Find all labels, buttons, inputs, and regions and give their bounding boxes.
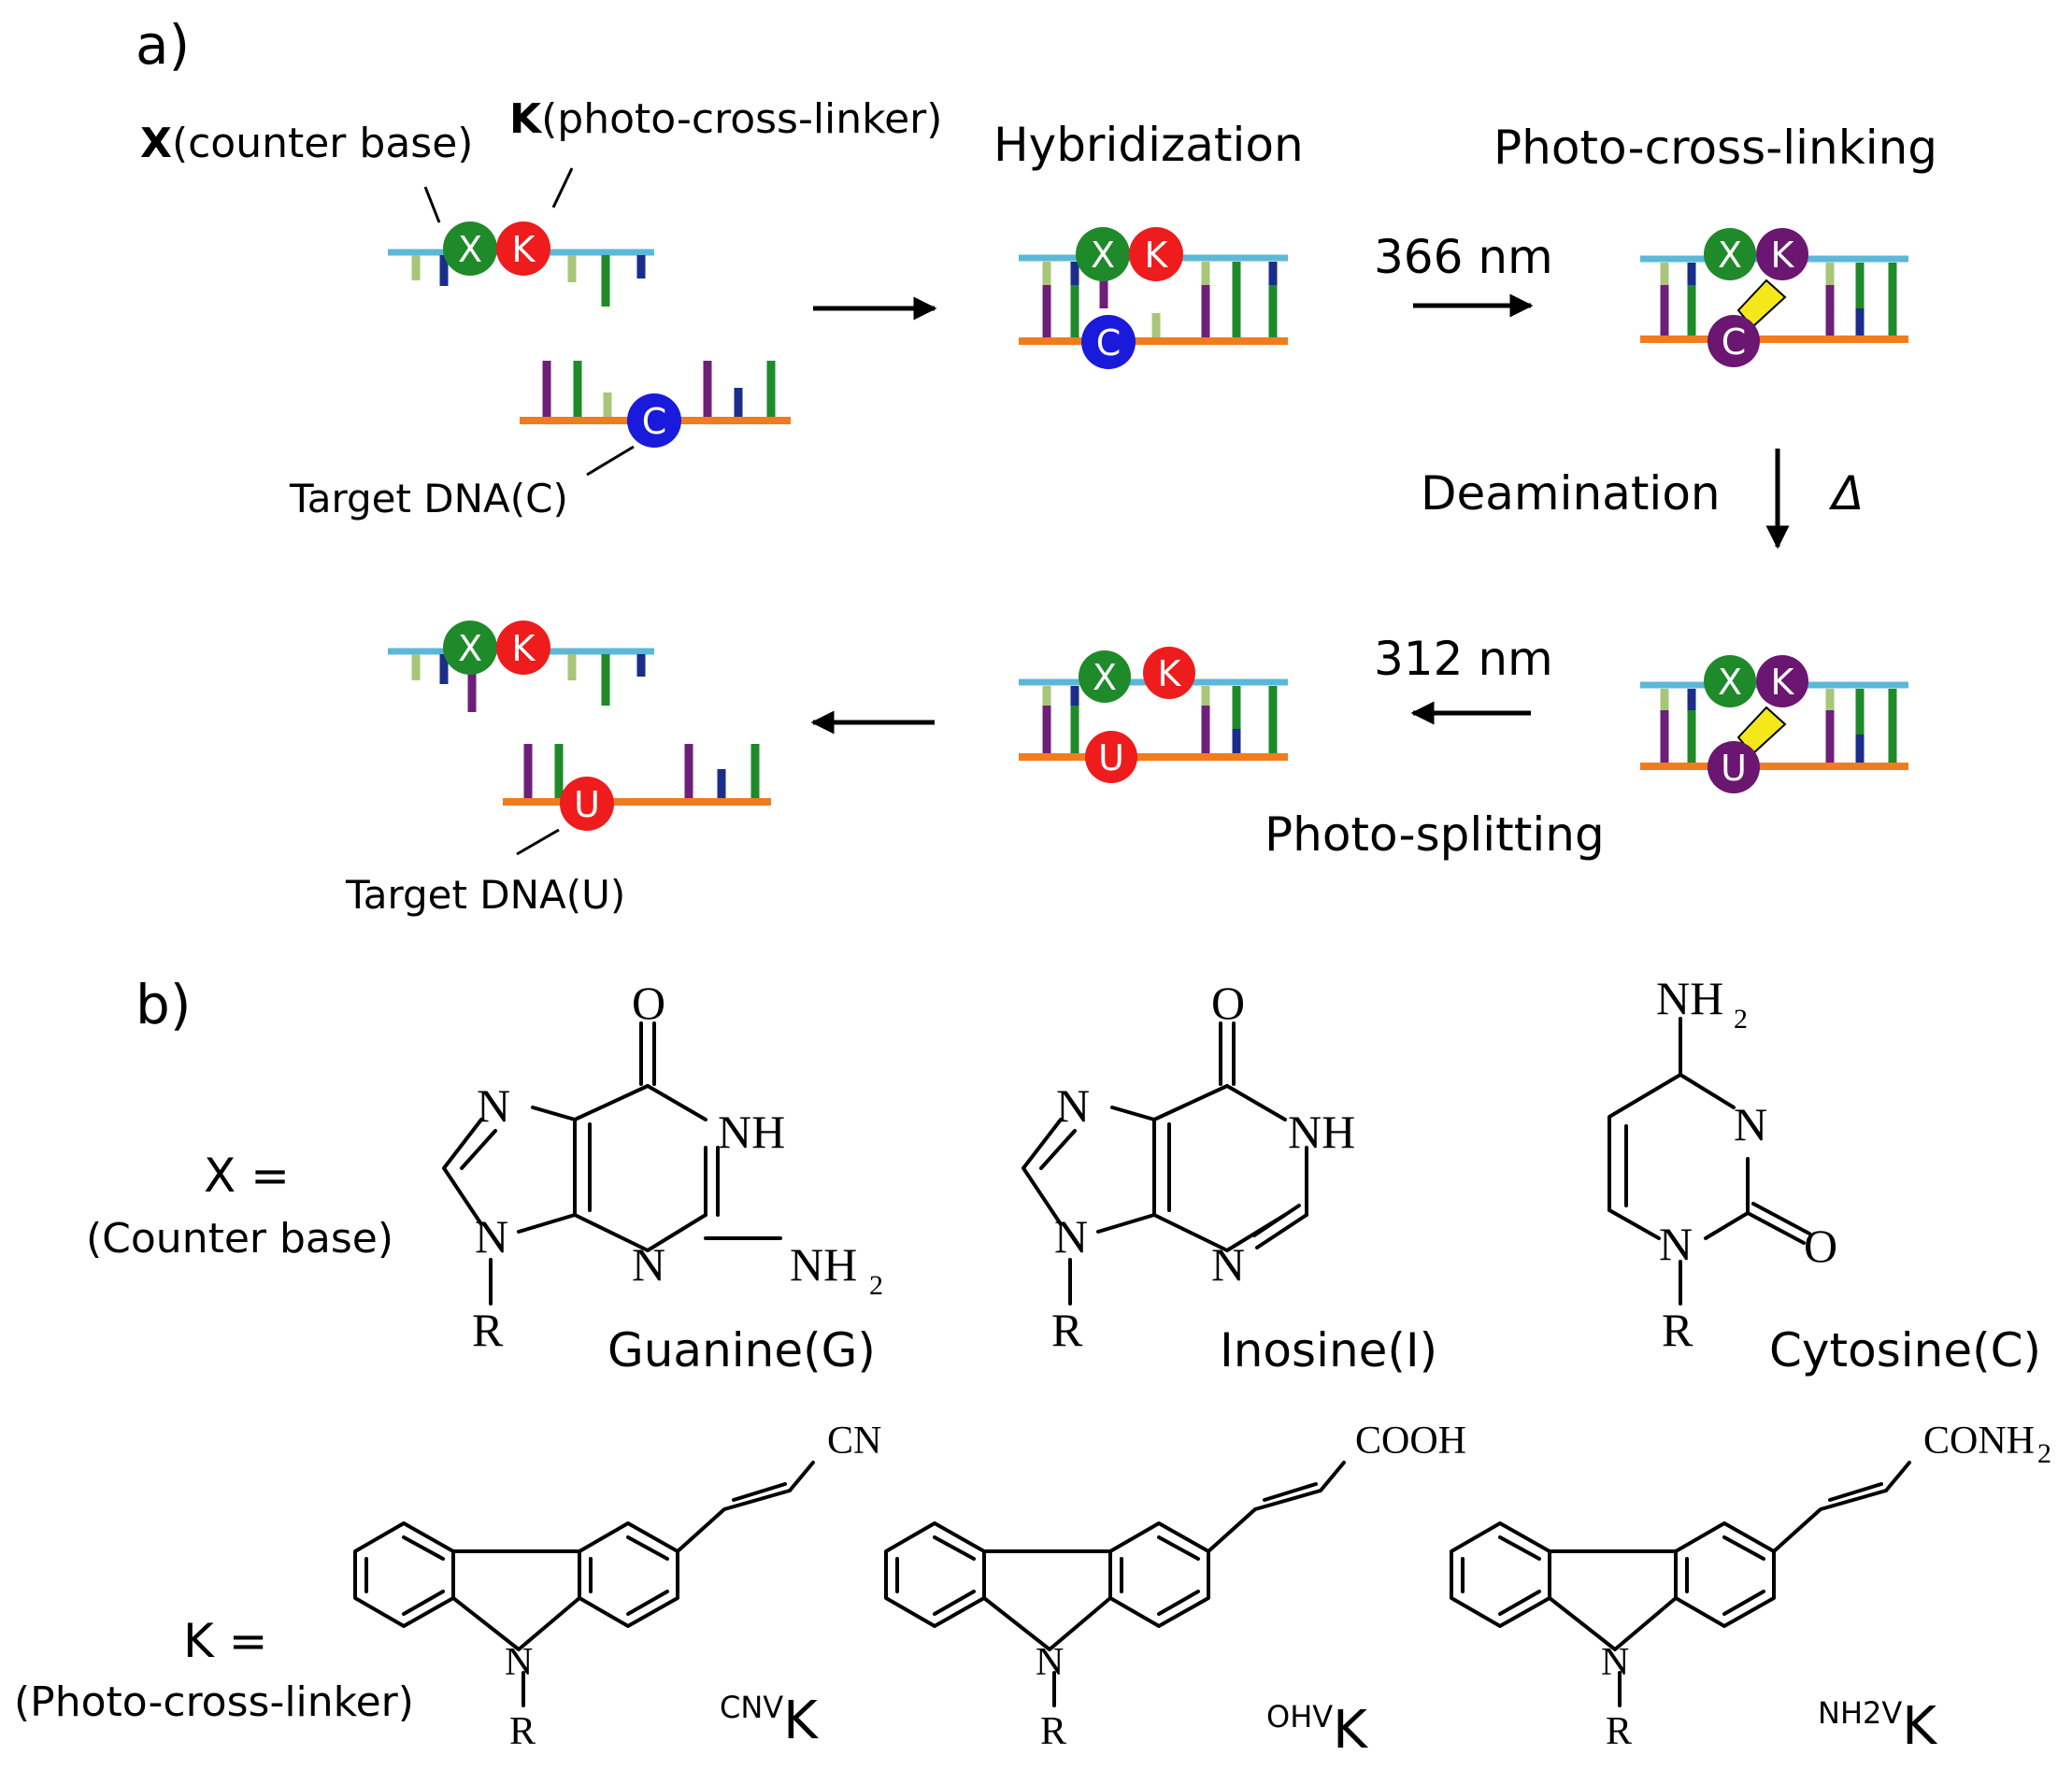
svg-text:X: X	[458, 628, 482, 669]
target-c-circle	[627, 393, 681, 448]
k-photo-cross-linker-sub: (Photo-cross-linker)	[14, 1678, 414, 1726]
cross-linked-duplex: X K C	[1640, 228, 1908, 367]
cnv-k-label: CNVK	[720, 1690, 819, 1751]
svg-text:N: N	[1056, 1079, 1090, 1132]
svg-text:COOH: COOH	[1355, 1420, 1466, 1463]
k-base-circle	[496, 221, 550, 276]
nh2v-k-label: NH2VK	[1818, 1695, 1937, 1757]
panel-b-label: b)	[136, 973, 191, 1036]
target-c-pointer-line	[586, 445, 635, 477]
svg-text:K: K	[1771, 662, 1795, 703]
hybridization-label: Hybridization	[993, 118, 1304, 172]
guanine-label: Guanine(G)	[607, 1323, 876, 1377]
svg-text:N: N	[1601, 1641, 1629, 1684]
svg-text:N: N	[632, 1238, 665, 1291]
target-dna-c-label: Target DNA(C)	[289, 476, 568, 521]
k-photo-cross-linker-label: K(photo-cross-linker)	[509, 95, 942, 143]
target-u-pointer-line	[516, 828, 560, 856]
svg-text:C: C	[1722, 321, 1747, 363]
svg-text:NH: NH	[718, 1106, 785, 1158]
svg-text:X: X	[458, 229, 482, 270]
svg-text:N: N	[475, 1210, 508, 1263]
svg-text:R: R	[1606, 1710, 1632, 1753]
x-pointer-line	[423, 186, 441, 223]
x-counter-base-label: X(counter base)	[140, 120, 473, 167]
cnv-k-structure: N R CN	[353, 1420, 881, 1753]
x-equals-label: X =	[204, 1149, 290, 1203]
k-equals-label: K =	[183, 1614, 268, 1668]
svg-text:O: O	[1211, 977, 1245, 1029]
svg-text:K: K	[1771, 235, 1795, 276]
svg-text:N: N	[1054, 1210, 1088, 1263]
svg-text:C: C	[1096, 322, 1122, 364]
svg-text:R: R	[472, 1304, 504, 1356]
released-probe-strand: X K	[388, 621, 654, 712]
heat-symbol: Δ	[1828, 466, 1864, 521]
target-dna-u-strand: U	[503, 744, 771, 831]
svg-text:X: X	[1093, 657, 1117, 698]
svg-text:X: X	[1718, 235, 1742, 276]
nh2v-k-structure: N R CONH 2	[1450, 1420, 2051, 1753]
svg-text:K: K	[512, 229, 536, 270]
svg-text:X: X	[1718, 662, 1742, 703]
svg-text:X: X	[1091, 235, 1115, 276]
svg-text:2: 2	[869, 1270, 883, 1301]
guanine-structure: O N NH N N NH 2 R	[442, 977, 883, 1356]
svg-text:K: K	[1145, 235, 1169, 276]
hybridized-duplex: X K C	[1019, 227, 1288, 369]
svg-text:CN: CN	[827, 1420, 881, 1463]
svg-text:U: U	[1098, 737, 1124, 778]
x-base-circle	[443, 221, 497, 276]
ohv-k-label: OHVK	[1266, 1699, 1368, 1761]
svg-text:U: U	[574, 784, 600, 825]
svg-text:O: O	[632, 977, 665, 1029]
panel-a-label: a)	[136, 13, 190, 77]
target-dna-u-label: Target DNA(U)	[345, 872, 625, 918]
photo-cross-linking-label: Photo-cross-linking	[1493, 121, 1937, 175]
wavelength-366-label: 366 nm	[1374, 230, 1553, 284]
svg-text:O: O	[1804, 1220, 1837, 1272]
k-pointer-line	[551, 167, 574, 208]
wavelength-312-label: 312 nm	[1374, 632, 1553, 686]
split-duplex: X K U	[1019, 647, 1288, 783]
svg-text:N: N	[1659, 1218, 1693, 1270]
inosine-label: Inosine(I)	[1220, 1323, 1437, 1377]
svg-text:NH: NH	[790, 1238, 857, 1291]
svg-text:NH: NH	[1288, 1106, 1355, 1158]
cytosine-label: Cytosine(C)	[1769, 1323, 2041, 1377]
target-dna-c-strand: C	[520, 361, 791, 448]
probe-strand-1: X K	[388, 221, 654, 307]
svg-text:R: R	[509, 1710, 536, 1753]
svg-text:N: N	[505, 1641, 533, 1684]
deamination-label: Deamination	[1421, 466, 1721, 521]
svg-text:N: N	[1211, 1238, 1245, 1291]
svg-text:2: 2	[1734, 1004, 1748, 1035]
svg-text:C: C	[642, 401, 667, 442]
svg-text:N: N	[477, 1079, 510, 1132]
x-counter-base-sub: (Counter base)	[86, 1215, 393, 1263]
svg-text:2: 2	[2037, 1438, 2051, 1469]
deaminated-duplex: X K U	[1640, 655, 1908, 793]
svg-text:K: K	[512, 628, 536, 669]
svg-text:R: R	[1662, 1304, 1693, 1356]
cytosine-structure: NH 2 N N O R	[1608, 972, 1837, 1356]
svg-text:K: K	[1158, 653, 1182, 694]
svg-text:N: N	[1036, 1641, 1064, 1684]
inosine-structure: O N NH N N R	[1022, 977, 1355, 1356]
svg-text:R: R	[1040, 1710, 1066, 1753]
svg-text:CONH: CONH	[1923, 1420, 2035, 1463]
svg-text:U: U	[1721, 748, 1747, 789]
photo-splitting-label: Photo-splitting	[1265, 807, 1605, 862]
svg-text:R: R	[1051, 1304, 1083, 1356]
svg-text:NH: NH	[1656, 972, 1723, 1024]
ohv-k-structure: N R COOH	[884, 1420, 1466, 1753]
svg-text:N: N	[1734, 1098, 1767, 1150]
